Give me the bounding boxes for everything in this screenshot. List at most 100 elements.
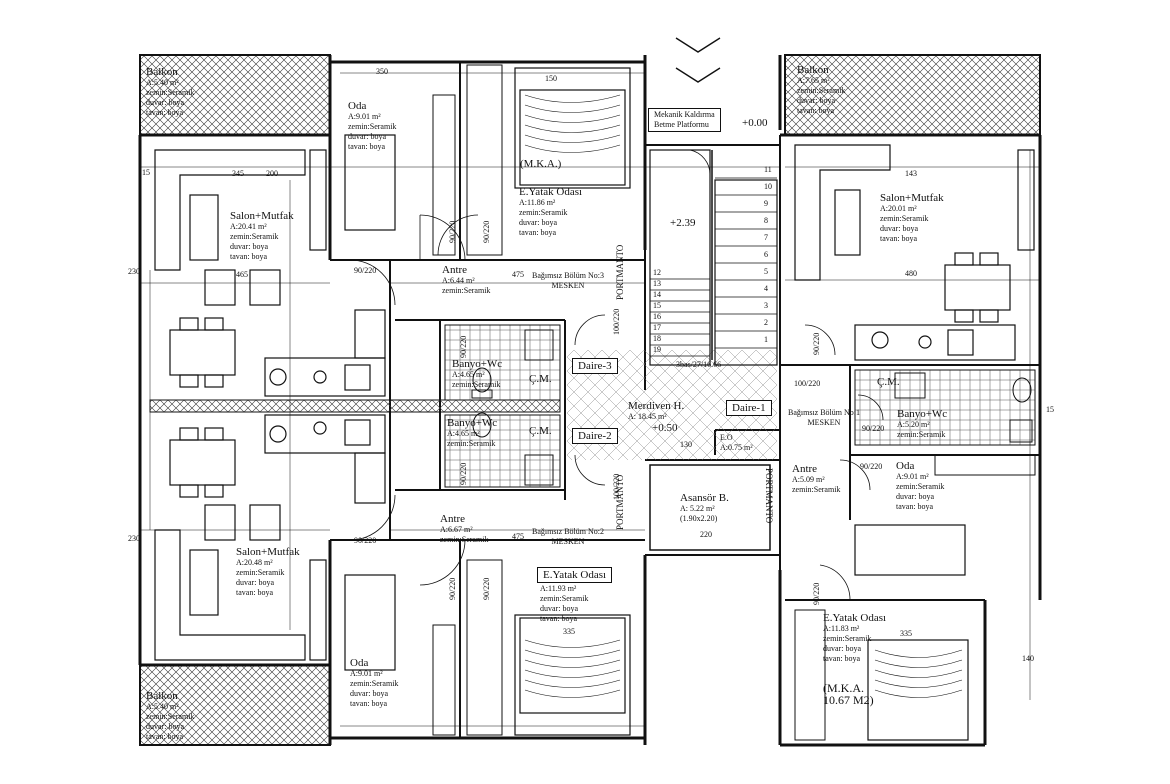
room-name: Banyo+Wc <box>447 417 498 429</box>
stair-step-number: 14 <box>653 290 661 299</box>
room-area: A:7.65 m² <box>797 76 830 85</box>
room-ceiling: tavan: boya <box>146 732 184 741</box>
balkon-bottom-left: Balkon A:5.40 m² zemin:Seramik duvar: bo… <box>146 690 194 742</box>
stair-step-number: 13 <box>653 279 661 288</box>
dim-label: 465 <box>236 270 248 279</box>
room-floor: zemin:Seramik <box>442 286 491 295</box>
room-area: A:0.75 m² <box>720 443 753 452</box>
room-name: Balkon <box>797 64 829 76</box>
room-area: A:20.48 m² <box>236 558 273 567</box>
room-wall: duvar: boya <box>823 644 861 653</box>
room-area: A:9.01 m² <box>350 669 383 678</box>
cm-top: Ç.M. <box>529 373 552 385</box>
room-wall: duvar: boya <box>146 722 184 731</box>
room-ceiling: tavan: boya <box>880 234 918 243</box>
room-area: A:5.09 m² <box>792 475 825 484</box>
room-floor: zemin:Seramik <box>797 86 846 95</box>
room-area: A:11.83 m² <box>823 624 860 633</box>
room-name: Asansör B. <box>680 492 729 504</box>
room-name: Salon+Mutfak <box>236 546 300 558</box>
bed-oda-right <box>854 524 966 576</box>
mka-top: (M.K.A.) <box>520 158 562 170</box>
dining-table-bl <box>169 439 236 486</box>
door-label-vertical: 90/220 <box>812 582 821 605</box>
room-name: E.Yatak Odası <box>823 612 887 624</box>
kitchen-counter-bottom <box>264 414 386 454</box>
room-name: Antre <box>442 264 468 276</box>
stair-step-number: 19 <box>653 345 661 354</box>
bolum-title: Bağımsız Bölüm No:3 <box>532 271 604 280</box>
room-area: A:9.01 m² <box>348 112 381 121</box>
kitchen-counter-top <box>264 357 386 397</box>
room-wall: duvar: boya <box>236 578 274 587</box>
oda-top: Oda A:9.01 m² zemin:Seramik duvar: boya … <box>348 100 396 152</box>
stair-step-number: 2 <box>764 318 768 327</box>
room-size: (1.90x2.20) <box>680 514 718 523</box>
room-floor: zemin:Seramik <box>519 208 568 217</box>
bolum-3-label: Bağımsız Bölüm No:3 MESKEN <box>532 271 604 291</box>
room-name: Oda <box>350 657 369 669</box>
room-wall: duvar: boya <box>146 98 184 107</box>
dim-label: 150 <box>545 74 557 83</box>
antre-top: Antre A:6.44 m² zemin:Seramik <box>442 264 490 296</box>
mekanik-label: Mekanik Kaldırma Betme Platformu <box>648 108 721 132</box>
sofa-top-left <box>154 149 306 271</box>
eyatak-top: E.Yatak Odası A:11.86 m² zemin:Seramik d… <box>519 186 582 238</box>
portmanto-right: PORTMANTO <box>764 468 774 524</box>
room-ceiling: tavan: boya <box>797 106 835 115</box>
wardrobe-top-1 <box>432 94 456 256</box>
dim-label: 15 <box>1046 405 1054 414</box>
eo-label: E.O A:0.75 m² <box>720 433 753 453</box>
bed-oda-bottom <box>344 574 396 671</box>
daire-1-tag: Daire-1 <box>726 400 772 416</box>
merdiven-level: +0.50 <box>652 422 678 434</box>
door-label: 90/220 <box>354 536 377 545</box>
coffee-table-r <box>834 189 861 256</box>
tv-unit-r <box>1017 149 1035 251</box>
door-label: 100/220 <box>794 379 821 388</box>
room-name: E.Yatak Odası <box>519 186 583 198</box>
room-ceiling: tavan: boya <box>823 654 861 663</box>
antre-right: Antre A:5.09 m² zemin:Seramik <box>792 463 840 495</box>
dim-label: 230 <box>128 267 140 276</box>
mka-line1: (M.K.A. <box>823 681 864 695</box>
level-239: +2.39 <box>670 217 696 229</box>
door-label: 90/220 <box>860 462 883 471</box>
mka-right: (M.K.A. 10.67 M2) <box>823 682 874 706</box>
door-label-vertical: 90/220 <box>482 577 491 600</box>
dim-label: 480 <box>905 269 917 278</box>
balcony-top-left <box>139 54 331 136</box>
tv-unit-bl <box>309 559 327 661</box>
stair-step-number: 9 <box>764 199 768 208</box>
dim-label: 15 <box>142 168 150 177</box>
cm-bottom: Ç.M. <box>529 425 552 437</box>
dim-label: 143 <box>905 169 917 178</box>
room-ceiling: tavan: boya <box>350 699 388 708</box>
bed-right <box>867 639 969 741</box>
wardrobe-top-2 <box>466 64 503 256</box>
dim-label: 335 <box>563 627 575 636</box>
room-area: A:5.40 m² <box>146 702 179 711</box>
mekanik-line2: Betme Platformu <box>654 120 709 129</box>
room-wall: duvar: boya <box>896 492 934 501</box>
stair-step-number: 8 <box>764 216 768 225</box>
bolum-sub: MESKEN <box>551 281 585 290</box>
room-ceiling: tavan: boya <box>230 252 268 261</box>
room-ceiling: tavan: boya <box>519 228 557 237</box>
room-floor: zemin:Seramik <box>540 594 589 603</box>
room-floor: zemin:Seramik <box>146 88 195 97</box>
room-floor: zemin:Seramik <box>452 380 501 389</box>
dim-label: 335 <box>900 629 912 638</box>
stair-step-number: 6 <box>764 250 768 259</box>
room-area: A: 18.45 m² <box>628 412 667 421</box>
room-ceiling: tavan: boya <box>146 108 184 117</box>
room-wall: duvar: boya <box>880 224 918 233</box>
dim-label: 475 <box>512 532 524 541</box>
room-ceiling: tavan: boya <box>896 502 934 511</box>
stair-step-number: 7 <box>764 233 768 242</box>
room-ceiling: tavan: boya <box>348 142 386 151</box>
stair-step-number: 3 <box>764 301 768 310</box>
oda-bottom: Oda A:9.01 m² zemin:Seramik duvar: boya … <box>350 657 398 709</box>
room-area: A:9.01 m² <box>896 472 929 481</box>
dim-label: 475 <box>512 270 524 279</box>
